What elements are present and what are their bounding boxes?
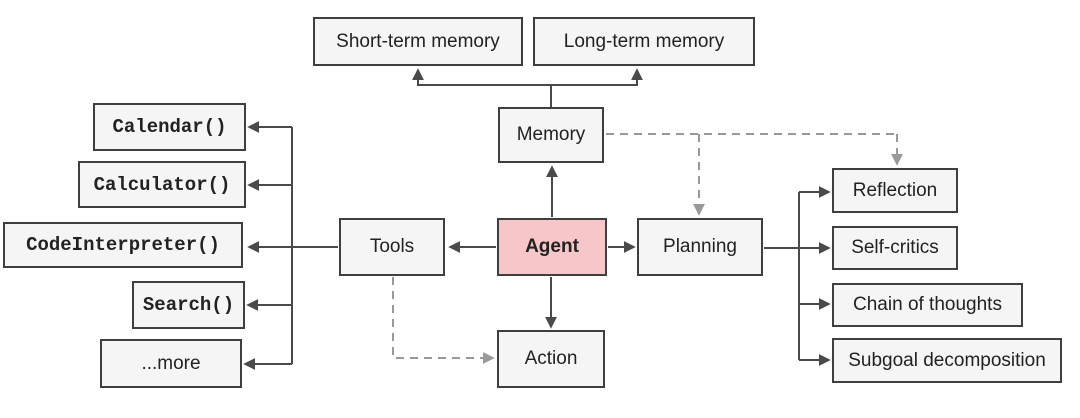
node-short-term-memory: Short-term memory [313, 17, 523, 66]
node-planning: Planning [637, 218, 763, 276]
node-subgoal-decomposition: Subgoal decomposition [832, 338, 1062, 383]
edge-planning-spine [764, 192, 800, 360]
node-search-tool: Search() [132, 281, 245, 329]
node-more-tools: ...more [100, 339, 242, 388]
node-long-term-memory: Long-term memory [533, 17, 755, 66]
node-reflection: Reflection [832, 168, 958, 213]
node-calendar-tool: Calendar() [93, 103, 246, 151]
edge-tools-action-dashed [392, 277, 495, 364]
node-memory: Memory [498, 107, 604, 163]
node-self-critics: Self-critics [832, 226, 958, 270]
node-action: Action [497, 330, 605, 388]
node-agent: Agent [497, 218, 607, 276]
node-tools: Tools [339, 218, 445, 276]
edge-memory-branch-stem [418, 84, 637, 107]
node-code-interpreter-tool: CodeInterpreter() [3, 222, 243, 268]
node-calculator-tool: Calculator() [78, 161, 246, 208]
node-chain-of-thoughts: Chain of thoughts [832, 283, 1023, 327]
